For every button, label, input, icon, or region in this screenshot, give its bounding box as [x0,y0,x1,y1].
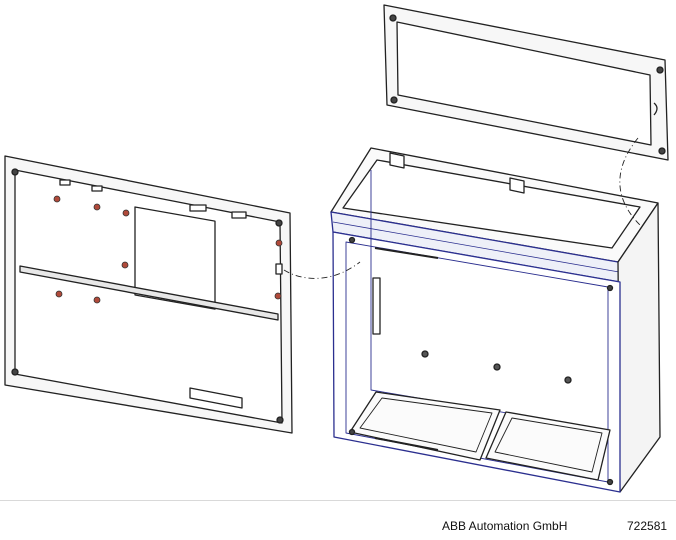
mounting-bracket [389,152,405,169]
drawing-number: 722581 [627,519,668,533]
front-door-panel [4,155,293,434]
exploded-enclosure-drawing [4,4,669,493]
mounting-stud [493,363,501,371]
cabinet-body [330,147,661,493]
door-screws [53,195,283,304]
top-cover-panel [383,4,669,161]
assembly-lines [283,137,641,279]
dinrail-left [372,277,381,335]
cover-screw [658,147,666,155]
door-rail [19,265,279,321]
mounting-stud [564,376,572,384]
company-name: ABB Automation GmbH [442,519,568,533]
footer-divider [0,500,676,501]
mounting-bracket [509,177,525,194]
viewing-window [134,206,216,310]
door-latch [275,263,283,275]
cover-screw [656,66,664,74]
mounting-stud [421,350,429,358]
cover-screw [389,14,397,22]
hinge-notch [653,102,658,116]
door-bracket [189,387,243,409]
cover-screw [390,96,398,104]
